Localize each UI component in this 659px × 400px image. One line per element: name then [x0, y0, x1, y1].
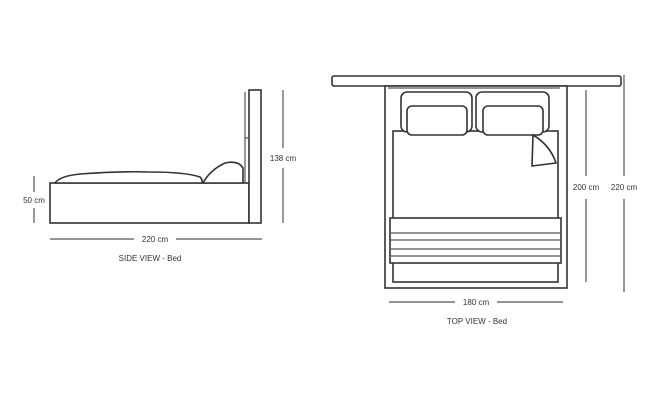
top-view-caption: TOP VIEW - Bed [447, 317, 507, 326]
dim-label-220-top: 220 cm [611, 183, 638, 192]
dim-label-180: 180 cm [463, 298, 490, 307]
dim-label-200: 200 cm [573, 183, 600, 192]
pillow-front-left [406, 105, 468, 136]
side-headboard-panel [244, 92, 248, 183]
side-view: 50 cm 138 cm 220 cm SIDE VIEW - Bed [23, 89, 297, 263]
duvet-folded-corner [531, 133, 558, 167]
top-view: 200 cm 220 cm 180 cm TOP VIEW - Bed [331, 75, 638, 326]
side-pillows [201, 161, 244, 184]
pillow-front-right [482, 105, 544, 136]
dim-label-220-side: 220 cm [142, 235, 169, 244]
side-headboard [248, 89, 262, 224]
side-duvet [53, 170, 204, 184]
dim-label-50: 50 cm [23, 196, 45, 205]
dim-label-138: 138 cm [270, 154, 297, 163]
bed-runner-stripes [391, 232, 560, 257]
side-view-caption: SIDE VIEW - Bed [119, 254, 182, 263]
side-bed-base [49, 182, 250, 224]
top-headboard [331, 75, 622, 87]
